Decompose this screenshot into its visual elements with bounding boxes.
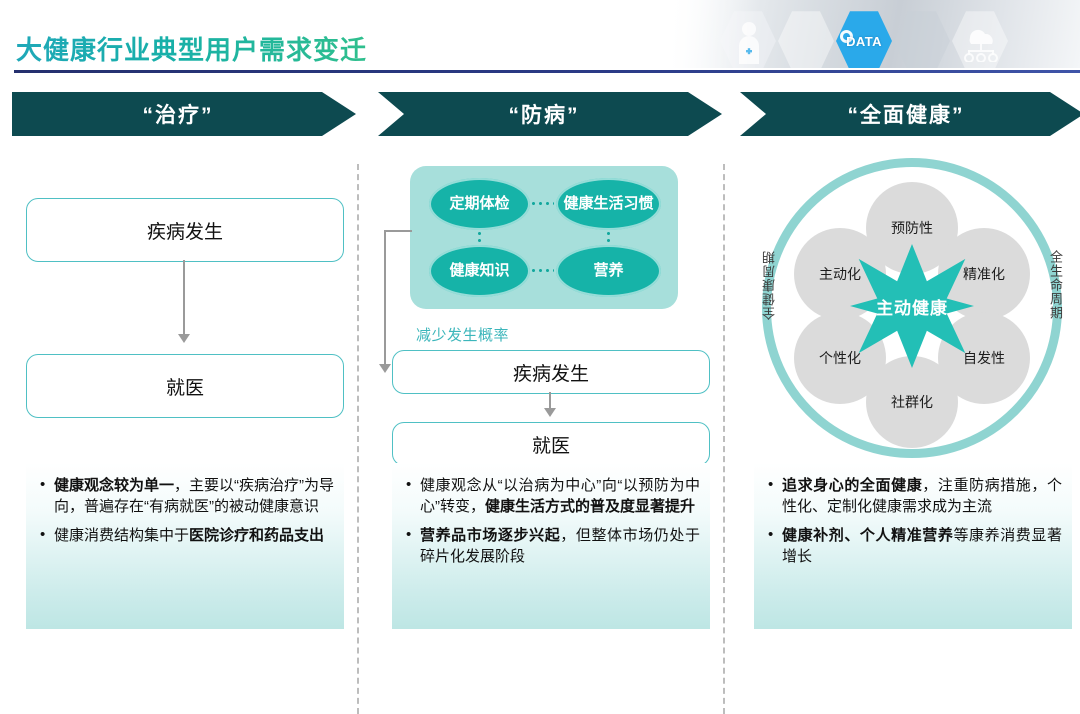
oval-label: 定期体检 — [449, 194, 510, 212]
prevention-oval-nutrition: 营养 — [556, 245, 661, 297]
page-header: DATA 大健康行业典型用户需求变迁 — [0, 0, 1080, 73]
petal-label: 个性化 — [819, 350, 861, 366]
column-treatment: “治疗” 疾病发生 就医 健康观念较为单一，主要以“疾病治疗”为导向，普遍存在“… — [12, 78, 356, 643]
bullet-list: 健康观念较为单一，主要以“疾病治疗”为导向，普遍存在“有病就医”的被动健康意识 … — [38, 474, 335, 546]
bullet-item: 追求身心的全面健康，注重防病措施，个性化、定制化健康需求成为主流 — [766, 474, 1062, 518]
phase-label-prevention: “防病” — [508, 104, 580, 127]
ring-label-right: 全生命周期 — [1048, 250, 1063, 320]
reduce-probability-label: 减少发生概率 — [416, 327, 510, 344]
elbow-arrow-head — [379, 364, 391, 373]
chart-icon — [894, 11, 950, 68]
bullet-list: 健康观念从“以治病为中心”向“以预防为中心”转变，健康生活方式的普及度显著提升 … — [404, 474, 700, 568]
petal-label: 主动化 — [819, 266, 861, 282]
bullet-plain-segment: ，主要以“疾病治疗”为导向，普遍存在“有病就医”的被动健康意识 — [54, 477, 335, 516]
bullet-bold-segment: 健康生活方式的普及度显著提升 — [485, 498, 696, 516]
petal-label: 社群化 — [891, 394, 933, 410]
bullet-bold-segment: 健康补剂、个人精准营养 — [782, 526, 954, 544]
oval-label: 健康生活习惯 — [563, 194, 654, 212]
flow-box-label: 疾病发生 — [512, 363, 589, 385]
flow-box-disease-onset: 疾病发生 — [392, 350, 710, 394]
bullet-panel-prevention: 健康观念从“以治病为中心”向“以预防为中心”转变，健康生活方式的普及度显著提升 … — [392, 463, 710, 629]
ring-label-left: 全健康周期 — [762, 250, 777, 320]
gear-icon — [840, 30, 853, 43]
petal-label: 精准化 — [963, 266, 1005, 282]
bullet-plain-segment: 健康消费结构集中于 — [54, 526, 190, 544]
bullet-plain-segment: ，注重防病措施，个性化、定制化健康需求成为主流 — [782, 477, 1062, 516]
column-prevention: “防病” 定期体检 健康生活习惯 健康知识 营养 减少发生概率 疾病发生 就医 — [378, 78, 722, 643]
flow-arrow-line — [183, 260, 185, 336]
connector-dots-vertical — [478, 230, 481, 246]
bullet-panel-total-health: 追求身心的全面健康，注重防病措施，个性化、定制化健康需求成为主流 健康补剂、个人… — [754, 463, 1072, 629]
columns-container: “治疗” 疾病发生 就医 健康观念较为单一，主要以“疾病治疗”为导向，普遍存在“… — [0, 78, 1080, 714]
bullet-item: 健康观念较为单一，主要以“疾病治疗”为导向，普遍存在“有病就医”的被动健康意识 — [38, 474, 335, 518]
flow-box-seek-care: 就医 — [26, 354, 344, 418]
flow-arrow-head — [178, 334, 190, 343]
petal-personalized: 个性化 — [794, 312, 886, 404]
page-title: 大健康行业典型用户需求变迁 — [16, 30, 367, 67]
outer-ring — [762, 158, 1062, 458]
bullet-plain-segment: ，但整体市场仍处于碎片化发展阶段 — [420, 526, 700, 565]
bullet-plain-segment: 健康观念从“以治病为中心”向“以预防为中心”转变， — [420, 477, 700, 516]
flow-box-label: 疾病发生 — [146, 221, 223, 243]
bullet-bold-segment: 医院诊疗和药品支出 — [189, 526, 325, 544]
oval-label: 健康知识 — [449, 261, 510, 279]
column-divider-2 — [723, 164, 725, 714]
bullet-item: 健康观念从“以治病为中心”向“以预防为中心”转变，健康生活方式的普及度显著提升 — [404, 474, 700, 518]
phase-label-total-health: “全面健康” — [847, 104, 965, 127]
core-label: 主动健康 — [876, 298, 948, 318]
bullet-bold-segment: 追求身心的全面健康 — [782, 477, 923, 494]
monitor-icon — [778, 11, 834, 68]
hex-icon-row: DATA — [668, 2, 1080, 68]
connector-dots-horizontal — [530, 269, 554, 272]
prevention-oval-knowledge: 健康知识 — [429, 245, 530, 297]
bullet-item: 营养品市场逐步兴起，但整体市场仍处于碎片化发展阶段 — [404, 524, 700, 568]
title-divider-rule — [14, 70, 1080, 73]
column-divider-1 — [357, 164, 359, 714]
active-health-flower-diagram: 全健康周期 全生命周期 预防性 精准化 自发性 社群化 个性化 主动化 主动健康 — [752, 154, 1072, 464]
cloud-network-icon-graphic — [964, 29, 998, 62]
bullet-plain-segment: 等康养消费显著增长 — [782, 526, 1062, 565]
banner-fade — [668, 0, 758, 68]
bullet-bold-segment: 营养品市场逐步兴起 — [420, 526, 561, 544]
bullet-panel-treatment: 健康观念较为单一，主要以“疾病治疗”为导向，普遍存在“有病就医”的被动健康意识 … — [26, 463, 344, 629]
flow-box-label: 就医 — [165, 377, 204, 399]
petal-label: 自发性 — [963, 350, 1005, 366]
prevention-oval-lifestyle: 健康生活习惯 — [556, 178, 661, 230]
phase-banner-treatment: “治疗” — [12, 92, 356, 136]
bullet-bold-segment: 健康观念较为单一 — [54, 477, 175, 494]
oval-label: 营养 — [593, 261, 624, 279]
flow-box-label: 就医 — [531, 435, 570, 457]
phase-label-treatment: “治疗” — [142, 104, 214, 127]
elbow-connector-horizontal — [384, 230, 412, 232]
data-label: DATA — [846, 33, 882, 49]
connector-dots-horizontal — [530, 202, 554, 205]
header-decorative-banner: DATA — [668, 0, 1080, 68]
elbow-connector-vertical — [384, 230, 386, 366]
connector-dots-vertical — [607, 230, 610, 246]
bullet-item: 健康补剂、个人精准营养等康养消费显著增长 — [766, 524, 1062, 568]
bullet-item: 健康消费结构集中于医院诊疗和药品支出 — [38, 524, 334, 546]
flow-box-disease-onset: 疾病发生 — [26, 198, 344, 262]
flow-box-seek-care: 就医 — [392, 422, 710, 466]
prevention-oval-checkup: 定期体检 — [429, 178, 530, 230]
phase-banner-total-health: “全面健康” — [740, 92, 1080, 136]
flow-arrow-line — [549, 392, 551, 410]
petal-label: 预防性 — [891, 220, 933, 236]
flow-arrow-head — [544, 408, 556, 417]
column-total-health: “全面健康” 全健康周期 全生命周期 预防性 精准化 自发性 社群化 个性化 主… — [740, 78, 1080, 643]
bullet-list: 追求身心的全面健康，注重防病措施，个性化、定制化健康需求成为主流 健康补剂、个人… — [766, 474, 1062, 568]
phase-banner-prevention: “防病” — [378, 92, 722, 136]
